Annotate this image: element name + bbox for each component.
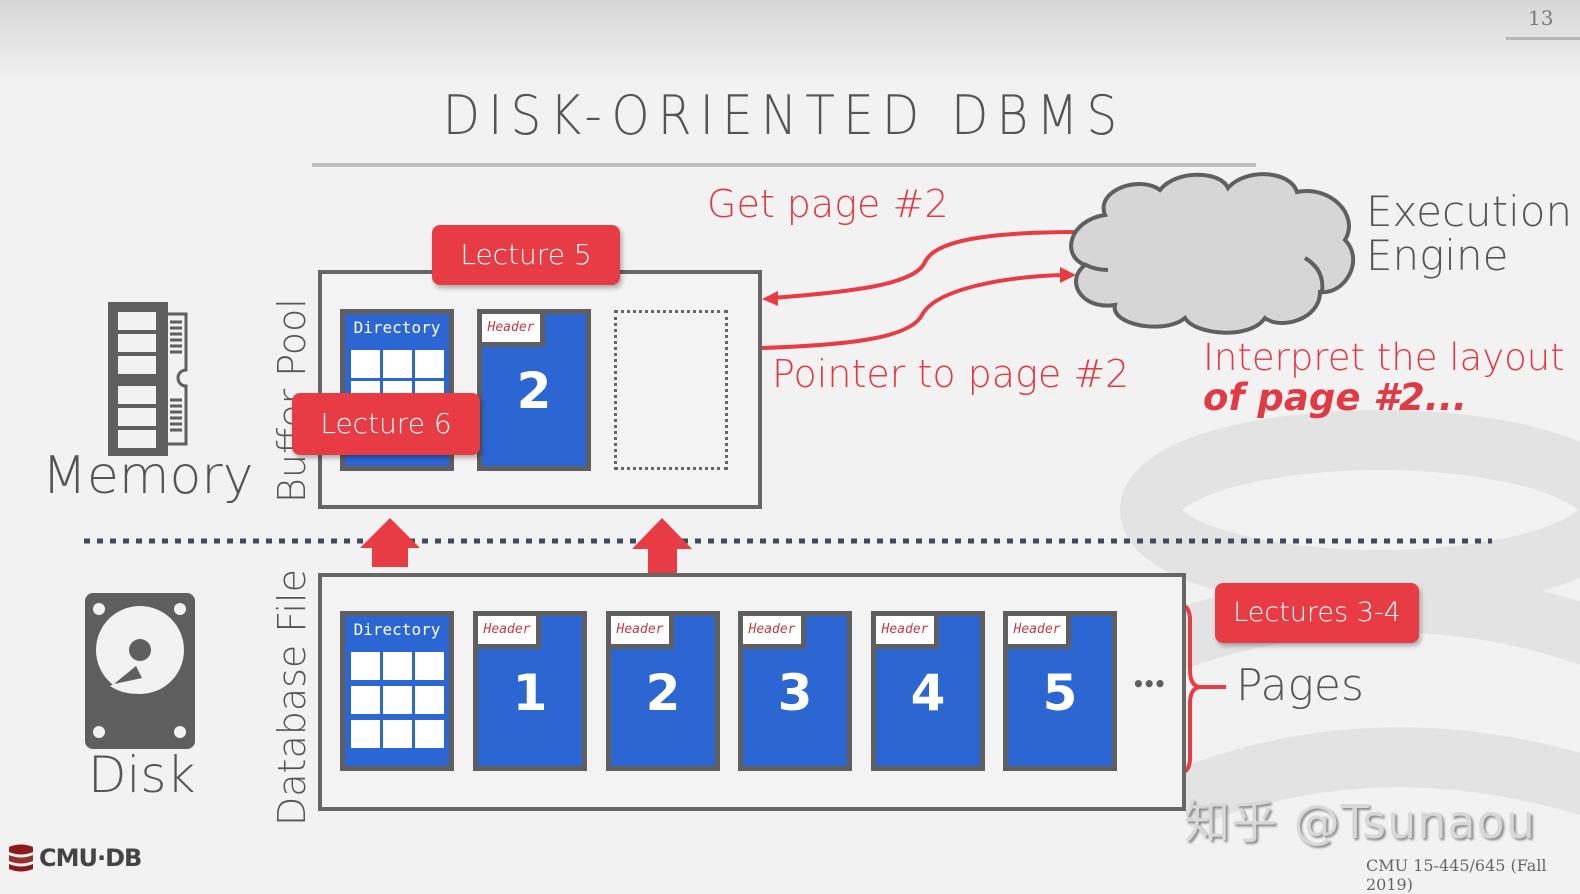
pointer-arrow xyxy=(761,273,1063,350)
tag-lectures-3-4: Lectures 3-4 xyxy=(1215,583,1419,643)
hard-disk-icon xyxy=(85,593,195,749)
pages-label: Pages xyxy=(1236,660,1364,711)
cmu-db-logo: CMU·DB xyxy=(6,843,142,873)
get-page-annotation: Get page #2 xyxy=(707,182,949,226)
tag-lecture-5: Lecture 5 xyxy=(432,225,620,285)
page-number: 2 xyxy=(645,664,681,722)
interpret-line-1: Interpret the layout xyxy=(1203,336,1565,379)
disk-page-3[interactable]: Header 3 xyxy=(738,611,852,771)
database-logo-icon xyxy=(9,844,33,872)
execution-engine-line-2: Engine xyxy=(1366,231,1509,280)
page-header: Header xyxy=(478,616,541,649)
page-number: 5 xyxy=(1042,664,1078,722)
disk-page-1[interactable]: Header 1 xyxy=(473,611,587,771)
interpret-annotation: Interpret the layout of page #2... xyxy=(1203,338,1565,418)
directory-title: Directory xyxy=(353,620,441,639)
get-page-arrowhead xyxy=(762,291,778,306)
buffer-pool-page-2[interactable]: Header 2 xyxy=(477,309,591,471)
empty-frame-slot xyxy=(614,310,728,470)
execution-engine-cloud xyxy=(1069,172,1356,335)
get-page-arrow xyxy=(771,230,1079,300)
tag-lecture-6: Lecture 6 xyxy=(292,393,480,455)
directory-title: Directory xyxy=(353,318,441,337)
title-rule xyxy=(312,163,1256,167)
slide-number-underline xyxy=(1506,37,1580,40)
page-number: 1 xyxy=(512,664,548,722)
more-pages-ellipsis: ••• xyxy=(1132,672,1166,696)
directory-slots xyxy=(351,652,444,748)
disk-page-2[interactable]: Header 2 xyxy=(606,611,720,771)
course-footer: CMU 15-445/645 (Fall 2019) xyxy=(1366,856,1547,894)
page-number: 2 xyxy=(516,362,552,420)
slide-number: 13 xyxy=(1528,6,1554,30)
up-arrow-directory xyxy=(360,518,420,567)
disk-label: Disk xyxy=(88,746,196,804)
interpret-line-2: of page #2... xyxy=(1203,376,1467,419)
top-gradient-band xyxy=(0,0,1580,80)
cmu-db-logo-text: CMU·DB xyxy=(39,844,142,872)
memory-label: Memory xyxy=(42,446,254,506)
page-header: Header xyxy=(876,616,939,649)
pointer-arrowhead xyxy=(1060,267,1076,283)
page-number: 3 xyxy=(777,664,813,722)
page-header: Header xyxy=(1008,616,1071,649)
slide-title: DISK-ORIENTED DBMS xyxy=(442,84,1126,147)
watermark-text: 知乎 @Tsunaou xyxy=(1184,795,1536,849)
disk-page-4[interactable]: Header 4 xyxy=(871,611,985,771)
database-file-directory-page[interactable]: Directory xyxy=(340,611,454,771)
page-header: Header xyxy=(743,616,806,649)
disk-page-5[interactable]: Header 5 xyxy=(1003,611,1117,771)
execution-engine-label: Execution Engine xyxy=(1366,190,1572,278)
page-header: Header xyxy=(611,616,674,649)
memory-ram-icon xyxy=(108,302,188,456)
execution-engine-line-1: Execution xyxy=(1366,187,1573,236)
page-number: 4 xyxy=(910,664,946,722)
page-header: Header xyxy=(482,314,545,347)
pointer-annotation: Pointer to page #2 xyxy=(772,352,1130,396)
database-file-label: Database File xyxy=(270,569,314,826)
